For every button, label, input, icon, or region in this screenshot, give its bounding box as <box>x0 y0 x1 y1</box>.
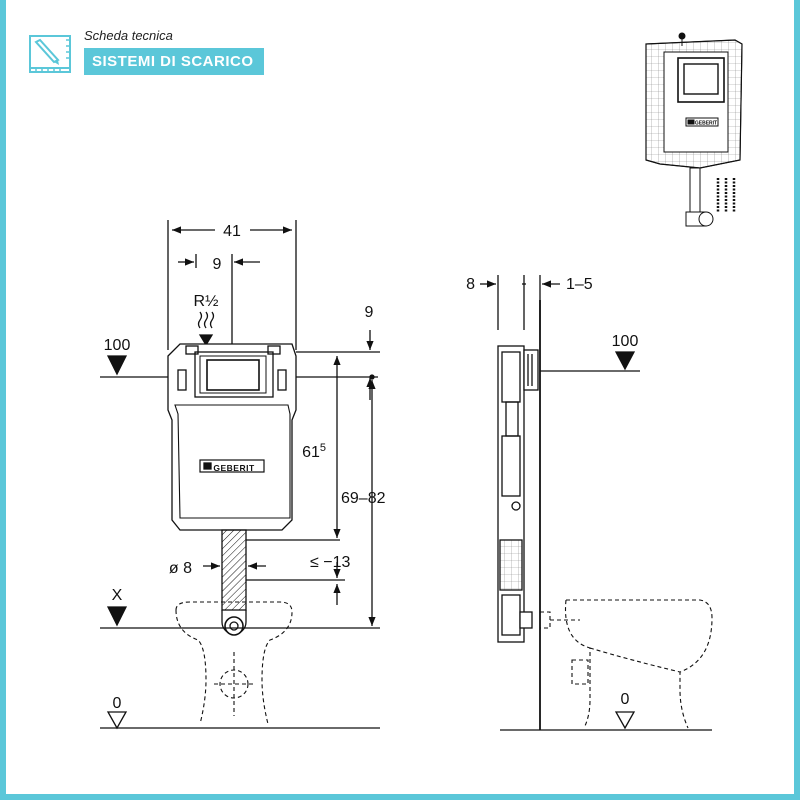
label-depth-8: 8 <box>466 276 475 293</box>
level-100-right <box>540 351 640 372</box>
ruler-pencil-icon <box>29 35 71 73</box>
header-subtitle: Scheda tecnica <box>84 28 173 43</box>
thumbnail-brand-label: GEBERIT <box>695 121 717 127</box>
dim-inlet-9 <box>178 254 260 345</box>
label-height-69-82: 69–82 <box>341 490 386 507</box>
inlet-arrow <box>197 311 215 347</box>
label-level-100-left: 100 <box>104 337 131 354</box>
front-view: GEBERIT <box>100 220 380 730</box>
label-top-9: 9 <box>365 304 374 321</box>
label-width-41: 41 <box>223 223 241 240</box>
floor-level-right <box>500 711 712 731</box>
dim-depth-8 <box>480 275 526 330</box>
label-inlet-r12: R½ <box>194 293 219 310</box>
dim-height-61 <box>246 356 341 541</box>
toilet-side-outline <box>540 599 713 729</box>
side-view <box>480 275 713 731</box>
frame-bottom-border <box>0 794 800 800</box>
label-pipe-diameter: ø 8 <box>169 560 192 577</box>
level-100-left <box>100 355 168 378</box>
label-level-100-right: 100 <box>612 333 639 350</box>
level-x <box>100 606 380 629</box>
cistern-front <box>167 343 297 531</box>
frame-right-border <box>794 0 800 800</box>
label-gap-1-5: 1–5 <box>566 276 593 293</box>
label-floor-right: 0 <box>621 691 630 708</box>
frame-left-border <box>0 0 6 800</box>
product-thumbnail: GEBERIT <box>645 32 743 227</box>
brand-label: GEBERIT <box>213 463 255 473</box>
label-pipe-offset: ≤ −13 <box>310 554 350 571</box>
label-inlet-9: 9 <box>213 256 222 273</box>
dim-width-41 <box>167 220 297 350</box>
dim-gap-1-5 <box>539 275 560 330</box>
floor-level-left <box>100 711 380 730</box>
dim-pipe-offset <box>246 562 345 605</box>
label-level-x: X <box>112 587 123 604</box>
label-height-61: 615 <box>302 442 326 461</box>
cistern-side <box>497 345 539 643</box>
header-title-badge: SISTEMI DI SCARICO <box>84 48 264 75</box>
toilet-front-outline <box>175 601 293 725</box>
drain-pipe <box>203 529 266 636</box>
dim-top-9 <box>296 330 380 400</box>
label-floor-left: 0 <box>113 695 122 712</box>
